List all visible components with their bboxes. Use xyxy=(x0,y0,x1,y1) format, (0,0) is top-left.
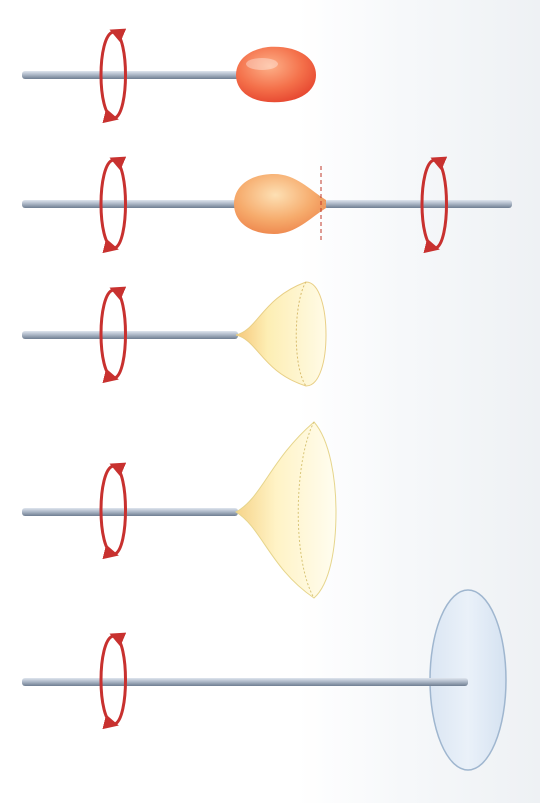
punty-rod xyxy=(22,331,238,339)
punty-rod xyxy=(22,508,238,516)
blowpipe-rod xyxy=(22,71,244,79)
transfer-bulb xyxy=(234,174,326,234)
stage-open xyxy=(22,282,326,386)
gather-bulb xyxy=(236,47,316,102)
punty-rod xyxy=(22,678,468,686)
wide-flare xyxy=(236,422,336,598)
stage-flare xyxy=(22,422,336,598)
open-cone xyxy=(236,282,326,386)
punty-rod xyxy=(324,200,512,208)
stage-transfer xyxy=(22,160,512,248)
gather-highlight xyxy=(246,58,278,70)
stage-gather xyxy=(22,32,316,118)
blowpipe-rod xyxy=(22,200,238,208)
stage-disc xyxy=(22,590,506,770)
